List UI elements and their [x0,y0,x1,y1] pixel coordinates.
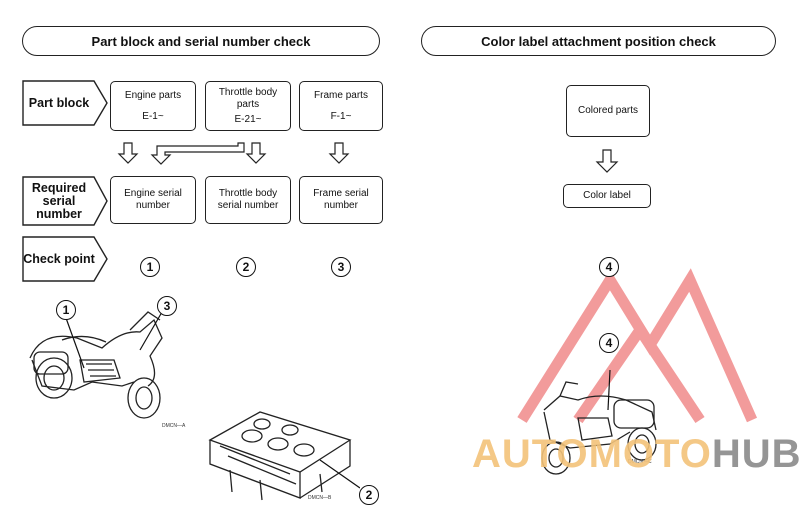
right-section-header: Color label attachment position check [421,26,776,56]
right-moto-code: DMCN—C [628,459,652,465]
motorcycle-right-illustration [541,370,657,475]
color-label-box: Color label [563,184,651,208]
tag-arrow-shape [22,236,108,282]
throttle-body-parts-box: Throttle body parts E-21~ [205,81,291,131]
part-block-tag: Part block [22,80,108,126]
part-block-label: Part block [28,95,90,110]
required-serial-tag: Required serial number [22,176,108,226]
part-name: Frame parts [314,89,368,101]
watermark-text: AUTOMOTOHUB [472,432,800,476]
callout-4-bottom: 4 [599,333,619,353]
color-label-text: Color label [583,190,631,201]
serial-label: Throttle body serial number [217,188,279,211]
required-serial-label: Required serial number [31,180,87,221]
part-name: Throttle body parts [218,86,278,110]
part-code: E-21~ [234,113,262,125]
serial-label: Frame serial number [313,188,369,211]
callout-3: 3 [157,296,177,316]
watermark-text-a: AUTOMOTO [472,432,712,476]
frame-parts-box: Frame parts F-1~ [299,81,383,131]
tag-arrow-shape [22,80,108,126]
tag-arrow-shape [22,176,108,226]
motorcycle-left-illustration [29,311,163,419]
colored-parts-label: Colored parts [577,105,639,116]
frame-serial-box: Frame serial number [299,176,383,224]
left-moto-code: DMCN—A [162,423,186,429]
check-point-3: 3 [331,257,351,277]
down-arrow-icon [245,142,267,164]
check-point-1: 1 [140,257,160,277]
watermark-text-b: HUB [711,432,800,476]
bent-arrow-icon [150,142,245,165]
left-section-header: Part block and serial number check [22,26,380,56]
part-code: F-1~ [330,110,352,122]
check-point-tag: Check point [22,236,108,282]
throttle-body-illustration [208,411,360,501]
callout-4-top: 4 [599,257,619,277]
colored-parts-box: Colored parts [566,85,650,137]
down-arrow-icon [328,142,350,164]
part-name: Engine parts [124,89,182,101]
check-point-2: 2 [236,257,256,277]
throttle-code: DMCN—B [308,495,332,501]
engine-parts-box: Engine parts E-1~ [110,81,196,131]
callout-1: 1 [56,300,76,320]
serial-label: Engine serial number [124,188,182,211]
down-arrow-icon [117,142,139,164]
check-point-label: Check point [23,251,95,266]
part-code: E-1~ [142,110,164,122]
throttle-serial-box: Throttle body serial number [205,176,291,224]
engine-serial-box: Engine serial number [110,176,196,224]
callout-2: 2 [359,485,379,505]
down-arrow-icon [595,149,619,173]
